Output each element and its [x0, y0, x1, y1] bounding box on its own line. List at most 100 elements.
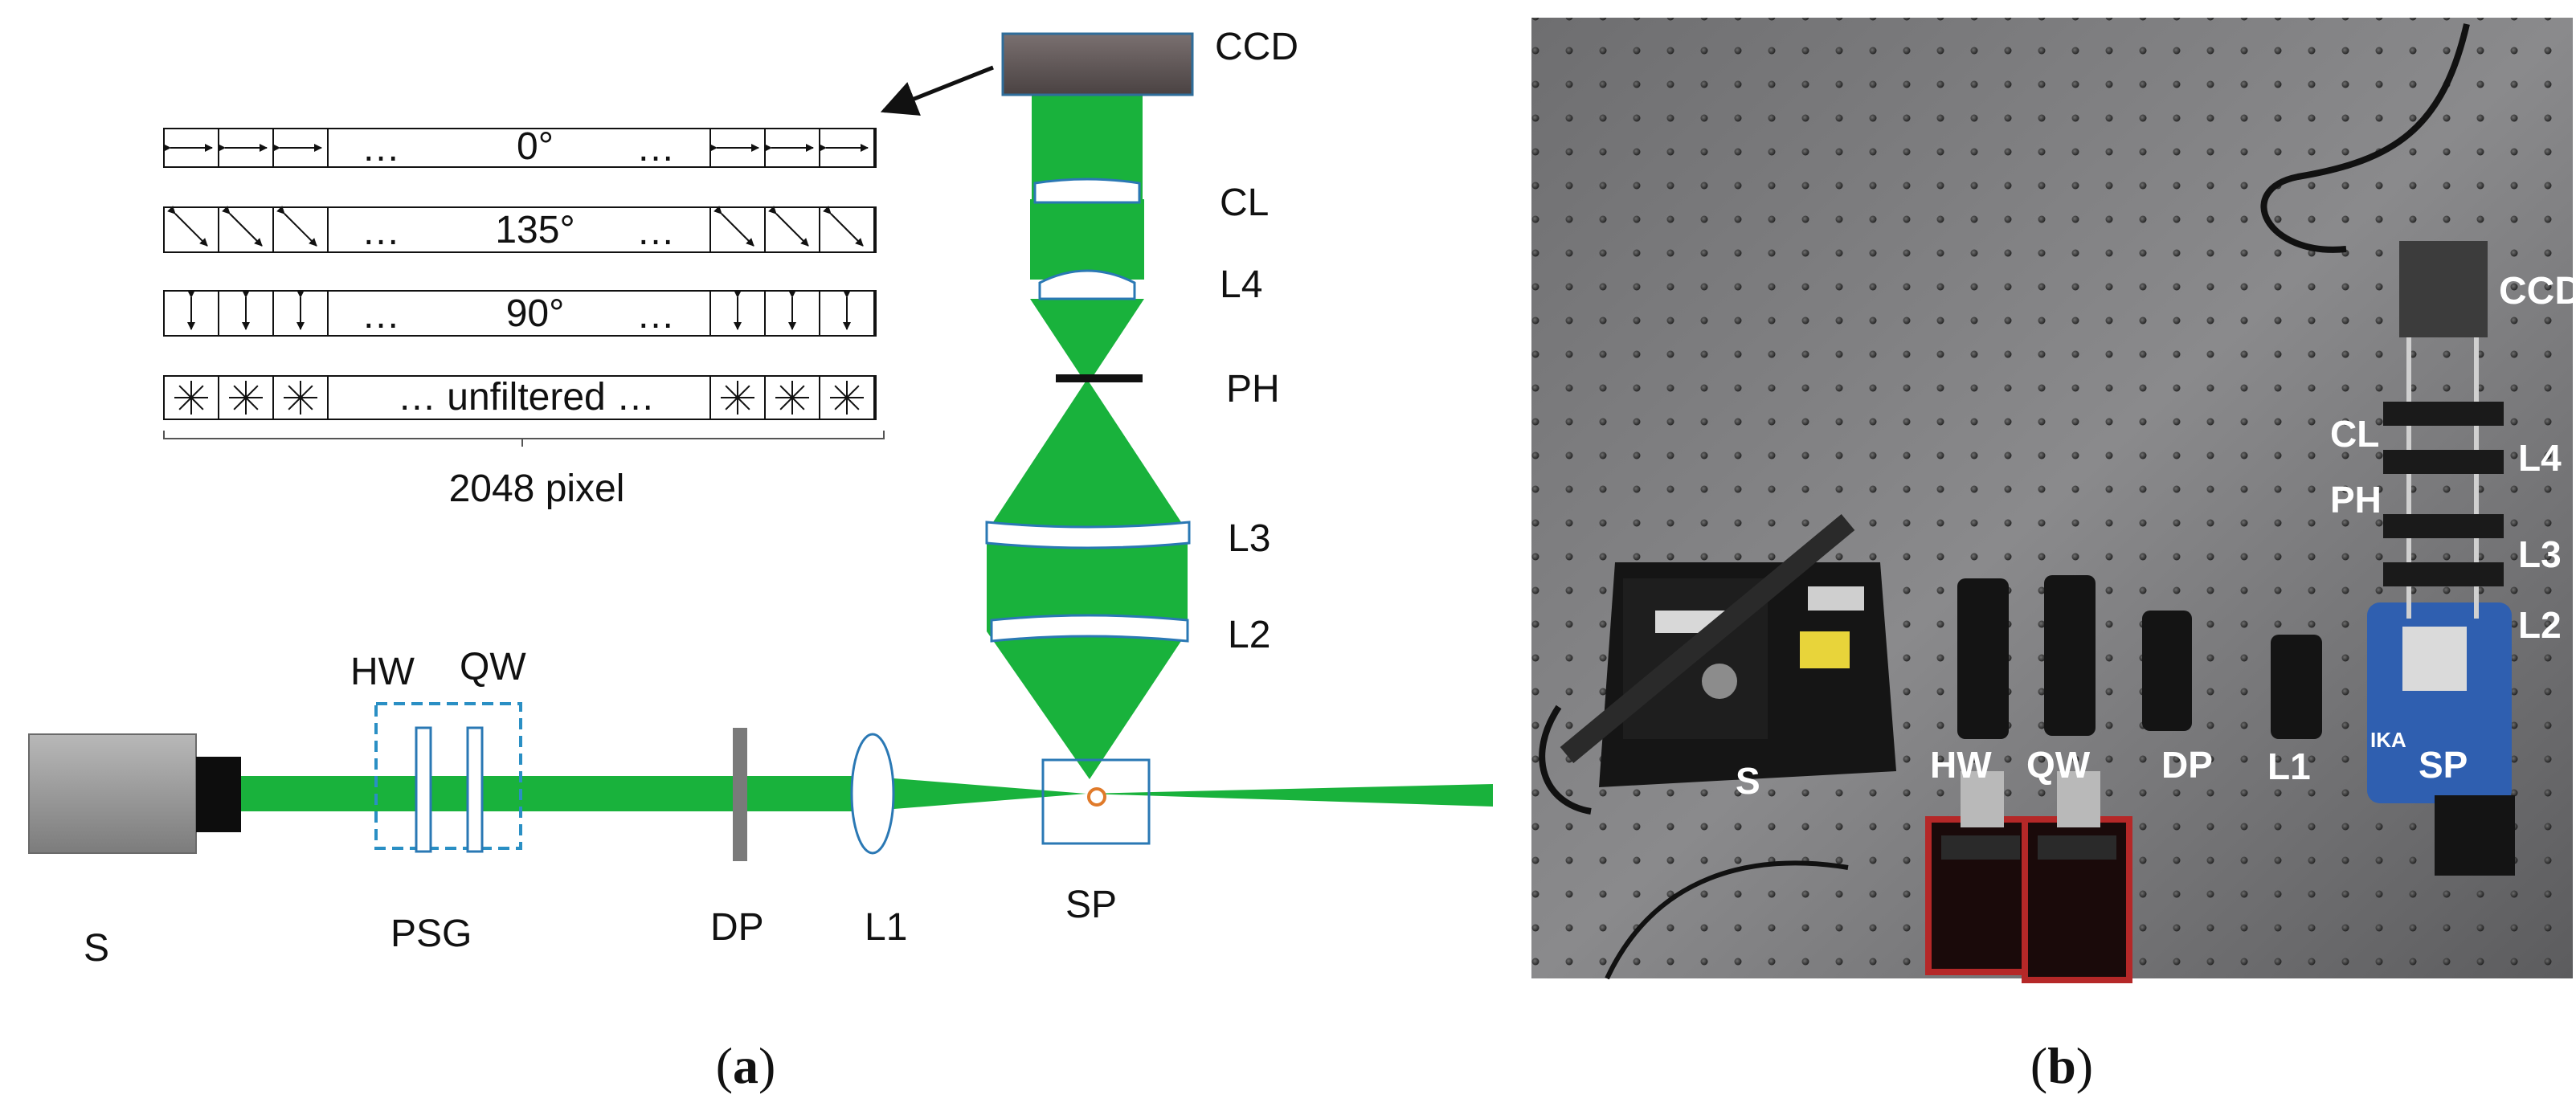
laser-aperture [196, 757, 241, 832]
polarizer-arrow-icon [823, 206, 864, 247]
photo-l4-label: L4 [2518, 437, 2562, 479]
converging-beam [1030, 299, 1144, 379]
row-0-angle: 0° [517, 125, 554, 168]
lens-l3 [985, 521, 1191, 549]
unpolarized-star-icon [245, 385, 259, 398]
half-wave-plate [415, 726, 432, 853]
lens-l2 [990, 614, 1189, 643]
unpolarized-star-icon [190, 385, 204, 398]
row-0-ellipsis-left: … [362, 127, 400, 169]
setup-photo: CCD CL L4 PH L3 L2 S HW QW DP L1 SP IKA … [1531, 18, 2576, 1094]
cylindrical-lens [1033, 178, 1141, 204]
row-135-angle: 135° [495, 209, 574, 251]
photo-ph-label: PH [2330, 479, 2382, 521]
unpolarized-star-icon [233, 397, 247, 410]
qw-label: QW [460, 646, 526, 688]
pixel-row-unfiltered [163, 375, 877, 420]
unpolarized-star-icon [178, 397, 192, 410]
unpolarized-star-icon [779, 397, 793, 410]
photo-l3-label: L3 [2518, 533, 2562, 575]
focusing-beam [987, 631, 1188, 779]
l4-label: L4 [1220, 263, 1262, 306]
horizontal-beam [193, 776, 1086, 811]
vertical-beam-mid [1030, 199, 1144, 280]
unpolarized-star-icon [846, 397, 860, 410]
lens-l1 [850, 733, 895, 855]
unpolarized-star-icon [834, 397, 848, 410]
unpolarized-star-icon [725, 397, 738, 410]
photo-hw-label: HW [1930, 744, 1992, 786]
photo-hw-mount [1925, 578, 2036, 975]
polarizer-arrow-icon [768, 206, 809, 247]
cl-label: CL [1220, 182, 1269, 224]
quarter-wave-plate [466, 726, 484, 853]
photo-source [1560, 513, 1896, 787]
unpolarized-star-icon [779, 385, 793, 398]
unpolarized-star-icon [791, 385, 805, 398]
photo-cl-label: CL [2330, 413, 2379, 455]
laser-source [28, 733, 197, 854]
polarizer-arrow-icon [714, 206, 754, 247]
row-90-angle: 90° [506, 292, 565, 335]
row-135-ellipsis-left: … [362, 210, 400, 253]
setup-diagram: CCD CL L4 PH L3 L2 SP L1 DP HW QW [28, 26, 1493, 1094]
row-135-ellipsis-right: … [636, 210, 675, 253]
sp-label: SP [1065, 884, 1117, 926]
l3-label: L3 [1228, 517, 1270, 560]
unpolarized-star-icon [725, 385, 738, 398]
s-label: S [84, 927, 109, 970]
unpolarized-star-icon [846, 385, 860, 398]
cable-top [2260, 23, 2470, 253]
hw-label: HW [350, 651, 415, 693]
polarizer-arrow-icon [167, 206, 208, 247]
photo-qw-mount [2022, 575, 2132, 983]
ccd-label: CCD [1215, 26, 1298, 68]
photo-l1-label: L1 [2267, 745, 2311, 787]
photo-brand-label: IKA [2370, 728, 2406, 752]
cable-left [1539, 705, 1592, 815]
pixel-cell-unfiltered [819, 375, 875, 420]
unpolarized-star-icon [233, 385, 247, 398]
polarizer-arrow-icon [222, 206, 263, 247]
unpolarized-star-icon [791, 397, 805, 410]
unpolarized-star-icon [245, 397, 259, 410]
psg-box [374, 702, 522, 850]
pinhole [1056, 374, 1143, 382]
unpolarized-star-icon [300, 397, 313, 410]
unpolarized-star-icon [178, 385, 192, 398]
panel-b-label: (b) [2030, 1037, 2093, 1094]
unpolarized-star-icon [737, 397, 750, 410]
ccd-zoom-arrow [880, 65, 994, 116]
photo-cage [2383, 241, 2504, 619]
output-beam [1086, 784, 1493, 807]
unpolarized-star-icon [288, 397, 301, 410]
ph-label: PH [1226, 368, 1280, 410]
photo-sp-label: SP [2419, 744, 2468, 786]
unpolarized-star-icon [834, 385, 848, 398]
photo-ccd-label: CCD [2499, 270, 2576, 312]
photo-l2-label: L2 [2518, 604, 2562, 646]
row-90-ellipsis-right: … [636, 294, 675, 337]
unpolarized-star-icon [288, 385, 301, 398]
panel-a-label: (a) [716, 1037, 776, 1094]
lens-l4 [1038, 269, 1136, 300]
diverging-beam [987, 379, 1188, 532]
sample-cell [1041, 758, 1151, 845]
l2-label: L2 [1228, 614, 1270, 656]
row-90-ellipsis-left: … [362, 294, 400, 337]
pixel-cell-unfiltered [272, 375, 329, 420]
cable-bottom [1605, 860, 1849, 980]
row-0-ellipsis-right: … [636, 127, 675, 169]
ccd-sensor [1001, 32, 1194, 96]
pixel-array: … 0° … … 135° … … 90° … … unfiltered … 2… [163, 125, 885, 510]
photo-dp-mount [2142, 611, 2192, 731]
photo-s-label: S [1736, 760, 1760, 802]
unpolarized-star-icon [300, 385, 313, 398]
unpolarized-star-icon [190, 397, 204, 410]
row-unfiltered-text: … unfiltered … [398, 376, 655, 419]
photo-qw-label: QW [2026, 744, 2091, 786]
unpolarized-star-icon [737, 385, 750, 398]
depolarizer [733, 728, 747, 861]
photo-l1-mount [2271, 635, 2322, 739]
